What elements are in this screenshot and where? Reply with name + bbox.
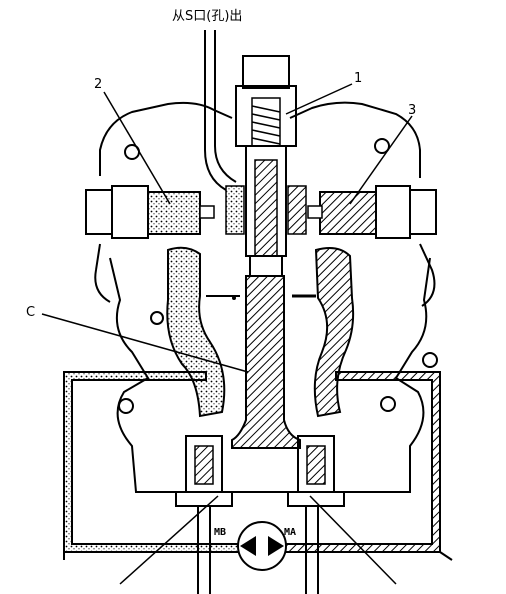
right-end-cap (307, 185, 437, 239)
motor-port-mb-label: MB (214, 527, 227, 538)
spring-plug-assembly (225, 55, 307, 277)
callout-label-3: 3 (408, 103, 417, 118)
callout-label-2: 2 (94, 77, 103, 92)
left-flow-passage (166, 246, 226, 418)
callout-label-c: C (26, 305, 36, 320)
callout-label-1: 1 (354, 71, 363, 86)
callout-leaders (41, 83, 413, 585)
hydraulic-motor (237, 521, 287, 571)
center-spool (206, 275, 316, 449)
valve-body (94, 101, 438, 493)
lower-port-blocks (175, 435, 345, 507)
diagram-title: 从S口(孔)出 (172, 9, 243, 24)
right-flow-passage (313, 247, 355, 418)
left-end-cap (85, 185, 215, 239)
motor-port-ma-label: MA (284, 527, 297, 538)
s-port-inlet-pipe (204, 30, 237, 191)
